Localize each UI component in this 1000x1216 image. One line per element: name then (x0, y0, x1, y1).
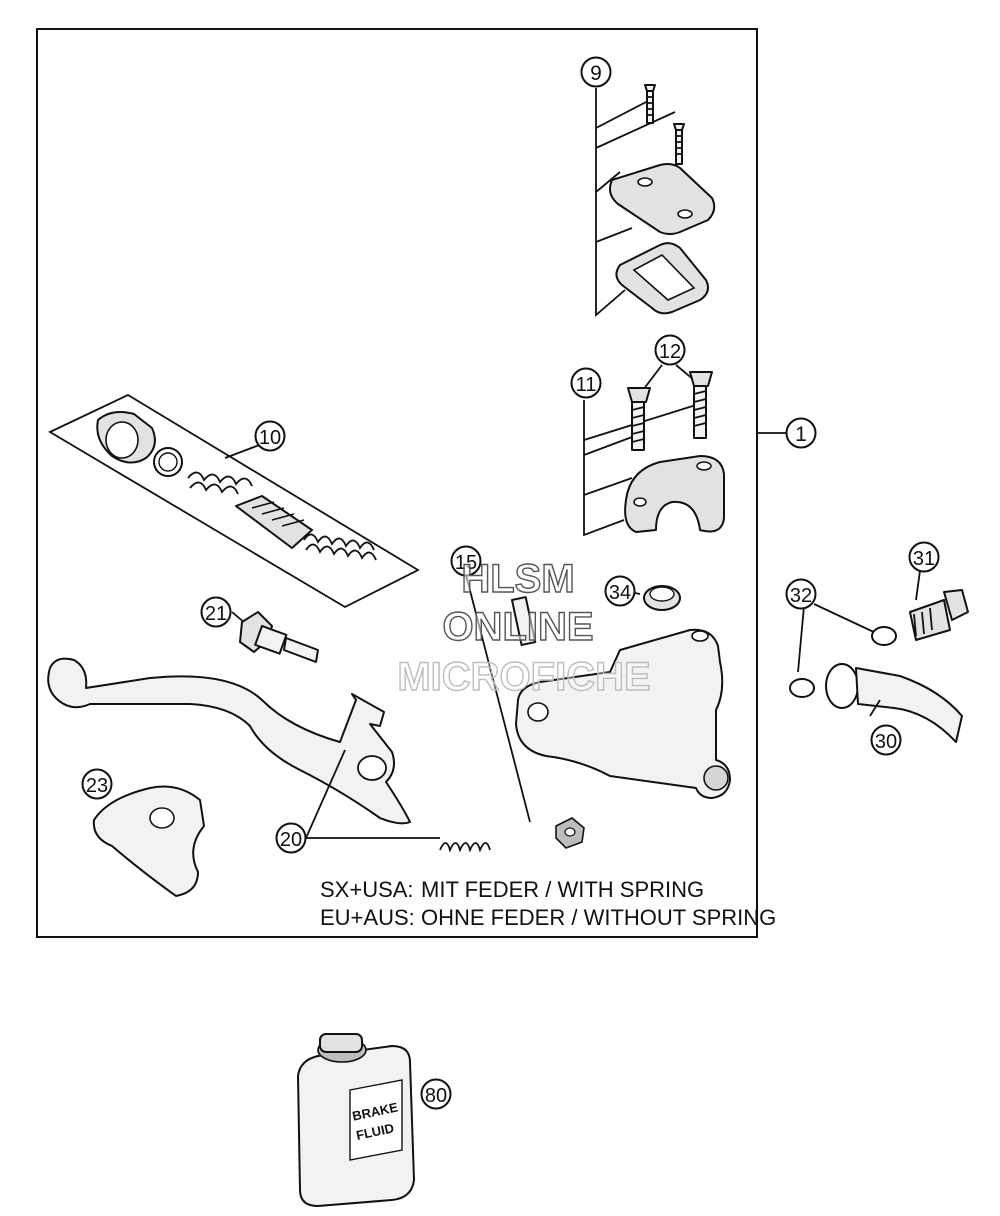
svg-text:1: 1 (795, 423, 807, 446)
svg-text:10: 10 (259, 427, 281, 449)
callout-30: 30 (870, 724, 902, 756)
svg-text:ONLINE: ONLINE (442, 605, 593, 649)
callout-31: 31 (908, 541, 940, 573)
brake-fluid-can (297, 1033, 415, 1207)
callout-80: 80 (420, 1078, 452, 1110)
callout-32: 32 (785, 578, 817, 610)
svg-text:32: 32 (790, 585, 812, 607)
svg-text:23: 23 (86, 775, 108, 797)
cover-screw (644, 84, 656, 124)
cover-screw-2 (673, 123, 685, 165)
svg-text:21: 21 (205, 603, 227, 625)
svg-text:34: 34 (609, 582, 631, 604)
brake-lever (47, 657, 411, 825)
svg-text:80: 80 (425, 1085, 447, 1107)
spring-legend: SX+USA: MIT FEDER / WITH SPRING EU+AUS: … (320, 877, 776, 930)
svg-text:20: 20 (280, 829, 302, 851)
assembly-frame (36, 28, 758, 938)
lever-cover (92, 785, 205, 897)
callout-11: 11 (570, 367, 602, 399)
svg-text:11: 11 (576, 374, 597, 396)
callout-20: 20 (275, 822, 307, 854)
adjuster-screw (231, 611, 319, 663)
svg-text:9: 9 (590, 62, 602, 85)
brake-hose (789, 589, 969, 743)
handlebar-clamp-group (583, 364, 725, 537)
piston-kit-group (48, 393, 420, 609)
legend-line2-text: OHNE FEDER / WITHOUT SPRING (421, 905, 776, 930)
svg-text:31: 31 (913, 548, 935, 570)
master-cylinder (465, 574, 731, 849)
legend-line1-text: MIT FEDER / WITH SPRING (421, 877, 704, 902)
reservoir-cap (643, 585, 681, 611)
svg-text:12: 12 (659, 341, 681, 363)
watermark: HLSM ONLINE MICROFICHE (397, 556, 652, 699)
callout-15: 15 (450, 545, 482, 577)
callout-23: 23 (81, 768, 113, 800)
legend-line2-region: EU+AUS: (320, 905, 415, 930)
callout-21: 21 (200, 596, 232, 628)
legend-line1-region: SX+USA: (320, 877, 414, 902)
callout-10: 10 (254, 420, 286, 452)
callout-34: 34 (604, 575, 636, 607)
clamp-bolt-2 (689, 371, 713, 439)
svg-text:15: 15 (455, 552, 477, 574)
banjo-bolt (909, 589, 969, 641)
callout-1: 1 (785, 417, 817, 449)
svg-text:30: 30 (875, 731, 897, 753)
svg-text:HLSM: HLSM (461, 557, 574, 601)
svg-text:MICROFICHE: MICROFICHE (397, 655, 650, 699)
clamp-bolt (627, 387, 651, 451)
reservoir-cover-group (595, 84, 716, 317)
callout-12: 12 (654, 334, 686, 366)
callout-9: 9 (580, 56, 612, 88)
lever-spring (306, 837, 491, 853)
